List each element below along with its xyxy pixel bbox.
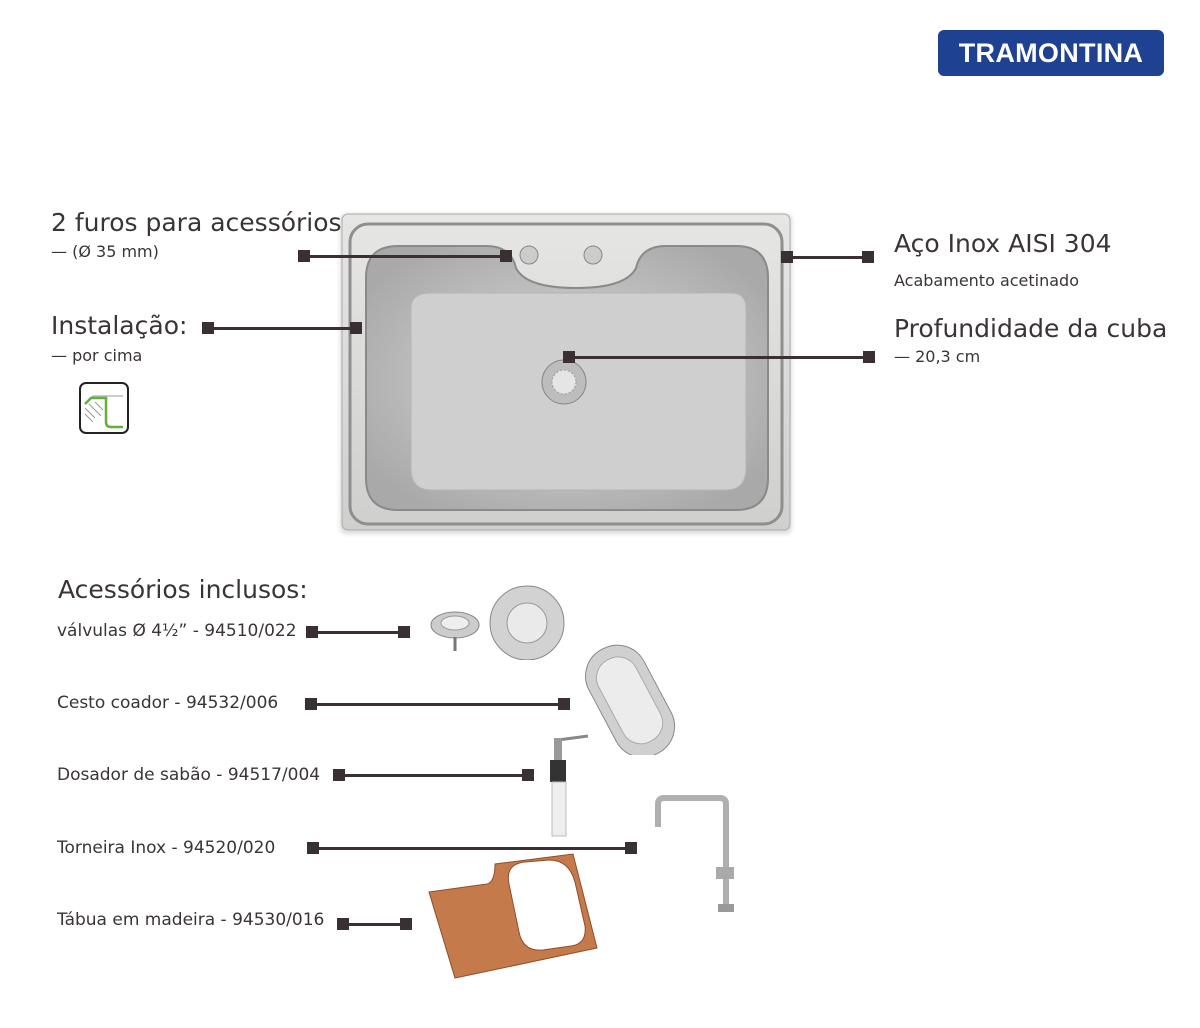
installation-title: Instalação: bbox=[51, 311, 188, 340]
strainer-basket-image bbox=[585, 644, 676, 755]
depth-title: Profundidade da cuba bbox=[894, 314, 1168, 343]
sink-image bbox=[340, 213, 792, 534]
holes-title: 2 furos para acessórios bbox=[51, 208, 342, 237]
accessory-cutting-board: Tábua em madeira - 94530/016 bbox=[57, 910, 325, 930]
accessory-valves: válvulas Ø 4½” - 94510/022 bbox=[57, 621, 297, 641]
depth-detail: — 20,3 cm bbox=[894, 347, 981, 366]
accessory-faucet: Torneira Inox - 94520/020 bbox=[57, 838, 276, 858]
tramontina-logo: TRAMONTINA bbox=[938, 30, 1164, 76]
material-title: Aço Inox AISI 304 bbox=[894, 229, 1112, 258]
soap-dispenser-image bbox=[550, 734, 589, 837]
faucet-image bbox=[655, 795, 734, 912]
logo-text: TRAMONTINA bbox=[958, 37, 1144, 68]
material-detail: Acabamento acetinado bbox=[894, 271, 1079, 290]
cutting-board-image bbox=[428, 853, 598, 979]
accessories-title: Acessórios inclusos: bbox=[58, 575, 308, 604]
holes-detail: — (Ø 35 mm) bbox=[51, 242, 159, 261]
valves-image bbox=[430, 585, 565, 660]
top-mount-install-icon bbox=[79, 382, 129, 434]
installation-detail: — por cima bbox=[51, 346, 143, 365]
accessory-strainer-basket: Cesto coador - 94532/006 bbox=[57, 693, 279, 713]
accessory-soap-dispenser: Dosador de sabão - 94517/004 bbox=[57, 765, 321, 785]
